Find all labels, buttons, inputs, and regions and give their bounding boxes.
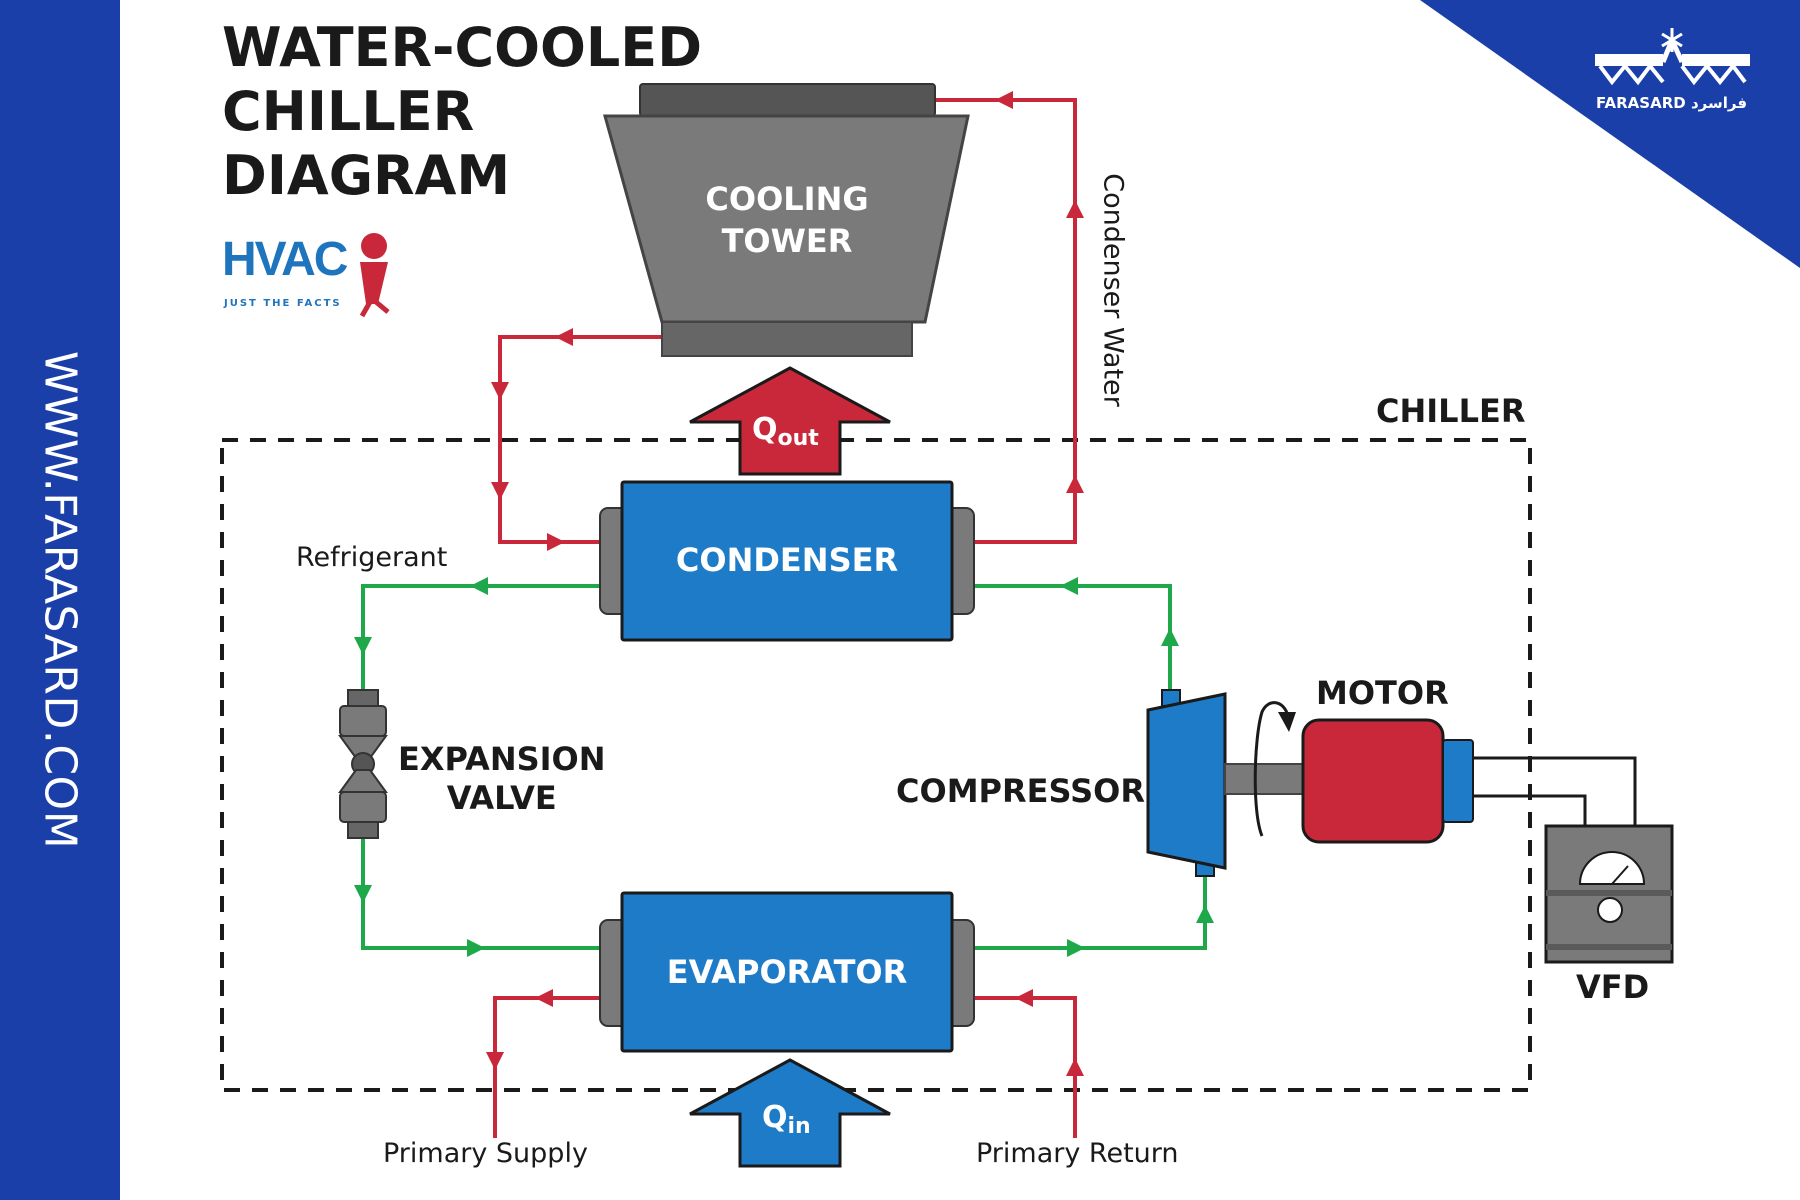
title-line-3: DIAGRAM — [222, 144, 511, 207]
hvac-logo-tagline: JUST THE FACTS — [224, 298, 342, 309]
arrow-icon — [995, 91, 1013, 109]
chiller-label: CHILLER — [1376, 392, 1526, 430]
arrow-icon — [491, 382, 509, 400]
refrigerant-loop — [361, 584, 1207, 950]
arrow-icon — [354, 637, 372, 655]
arrow-icon — [1066, 200, 1084, 218]
arrow-icon — [354, 885, 372, 903]
q-out-label: Qout — [752, 412, 819, 451]
motor — [1301, 718, 1474, 844]
arrow-icon — [1066, 1058, 1084, 1076]
arrow-icon — [555, 328, 573, 346]
q-in-arrow — [689, 1058, 891, 1168]
condenser-label: CONDENSER — [675, 541, 899, 579]
refrigerant-label: Refrigerant — [296, 542, 448, 573]
condenser — [599, 480, 975, 642]
page-title: WATER-COOLED CHILLER DIAGRAM — [222, 16, 702, 208]
hvac-logo: HVAC JUST THE FACTS — [222, 232, 422, 312]
chilled-water-arrows — [486, 989, 1084, 1076]
q-in-label: Qin — [762, 1100, 811, 1139]
motor-label: MOTOR — [1316, 674, 1449, 712]
arrow-icon — [470, 577, 488, 595]
motor-vfd-wiring — [1473, 756, 1637, 826]
cooling-tower-label-line-1: COOLING — [705, 180, 869, 218]
arrow-icon — [486, 1052, 504, 1070]
primary-return-label: Primary Return — [976, 1138, 1179, 1169]
primary-supply-label: Primary Supply — [383, 1138, 588, 1169]
brand-logo: FARASARD فراسرد — [1590, 24, 1750, 124]
arrow-icon — [491, 482, 509, 500]
condenser-water-arrows — [491, 91, 1084, 551]
farasard-logo-icon — [1595, 28, 1750, 86]
expansion-valve — [338, 689, 388, 839]
compressor-label: COMPRESSOR — [896, 772, 1145, 810]
cooling-tower-label-line-2: TOWER — [721, 222, 853, 260]
expansion-valve-label-line-2: VALVE — [446, 779, 557, 817]
q-out-arrow — [689, 366, 891, 476]
arrow-icon — [1196, 905, 1214, 923]
hvac-logo-text: HVAC — [222, 233, 348, 286]
title-line-2: CHILLER — [222, 80, 475, 143]
arrow-icon — [1161, 628, 1179, 646]
compressor — [1146, 689, 1306, 877]
sidebar: WWW.FARASARD.COM — [0, 0, 120, 1200]
cooling-tower-label: COOLING TOWER — [662, 178, 912, 262]
arrow-icon — [535, 989, 553, 1007]
q-in-base: Q — [762, 1100, 788, 1135]
expansion-valve-label: EXPANSION VALVE — [398, 740, 606, 818]
arrow-icon — [1066, 475, 1084, 493]
chilled-water-loop — [493, 996, 1077, 1138]
arrow-icon — [547, 533, 565, 551]
brand-name: FARASARD فراسرد — [1596, 94, 1747, 112]
vfd-label: VFD — [1576, 968, 1650, 1006]
q-out-subscript: out — [777, 426, 819, 451]
title-line-1: WATER-COOLED — [222, 16, 703, 79]
evaporator-label: EVAPORATOR — [666, 953, 908, 991]
q-in-subscript: in — [787, 1114, 811, 1139]
arrow-icon — [1015, 989, 1033, 1007]
chiller-boundary — [220, 438, 1532, 1092]
arrow-icon — [1060, 577, 1078, 595]
brand-name-arabic: فراسرد — [1690, 94, 1748, 112]
arrow-icon — [467, 939, 485, 957]
evaporator — [599, 891, 975, 1053]
vfd — [1544, 824, 1674, 964]
cooling-tower — [603, 83, 970, 357]
expansion-valve-label-line-1: EXPANSION — [398, 740, 606, 778]
q-out-base: Q — [752, 412, 778, 447]
refrigerant-arrows — [354, 577, 1214, 957]
condenser-water-label: Condenser Water — [1097, 173, 1129, 407]
hvac-mascot-icon — [359, 233, 390, 318]
brand-name-latin: FARASARD — [1596, 94, 1686, 112]
arrow-icon — [1067, 939, 1085, 957]
